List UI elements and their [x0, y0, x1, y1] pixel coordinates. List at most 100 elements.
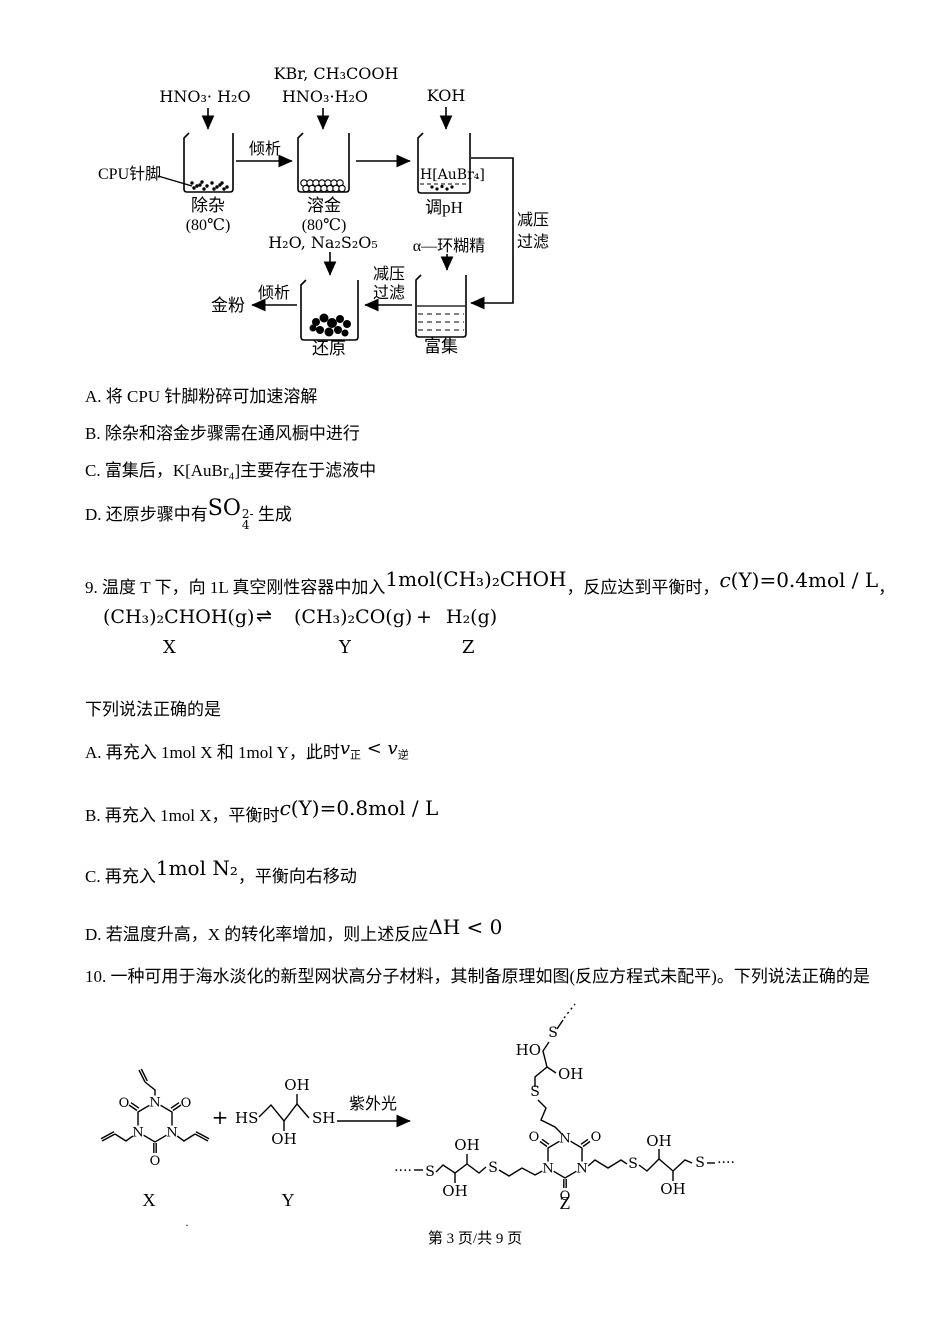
cpu-leader-line	[157, 175, 193, 187]
label-kbr-acoh: KBr, CH₃COOH	[274, 64, 399, 83]
q9-stem: 9. 温度 T 下，向 1L 真空刚性容器中加入1mol(CH₃)₂CHOH，反…	[85, 568, 895, 599]
q9-stem-mid: ，反应达到平衡时，	[566, 578, 720, 597]
so4-superscript: 2-	[241, 507, 254, 521]
q9-option-c-tail: ，平衡向右移动	[237, 867, 357, 886]
q9-option-d: D. 若温度升高，X 的转化率增加，则上述反应ΔH < 0	[85, 916, 502, 946]
x-ring	[137, 1101, 173, 1143]
label-jinfen: 金粉	[211, 296, 245, 315]
q10-stem: 10. 一种可用于海水淡化的新型网状高分子材料，其制备原理如图(反应方程式未配平…	[85, 967, 870, 986]
label-hno3: HNO₃· H₂O	[159, 87, 250, 106]
structure-y-bonds	[258, 1094, 310, 1131]
x-n-right: N	[166, 1126, 177, 1141]
label-cyclodextrin: α—环糊精	[413, 237, 485, 255]
label-huanyuan: 还原	[312, 339, 346, 358]
label-chuza-temp: (80℃)	[186, 217, 231, 234]
z-s-right-inner: S	[628, 1156, 638, 1172]
page-number: 第 3 页/共 9 页	[427, 1231, 523, 1247]
q9-option-a-text: A. 再充入 1mol X 和 1mol Y，此时	[85, 743, 340, 762]
equation-rhs2: H₂(g)	[446, 606, 498, 628]
species-x-label: X	[163, 637, 176, 658]
species-y-label: Y	[339, 637, 351, 658]
monomer-x-label: X	[143, 1190, 156, 1210]
z-oh-left-below: OH	[442, 1182, 467, 1200]
z-ho-top: HO	[516, 1041, 541, 1059]
q9-option-c-text: C. 再充入	[85, 867, 156, 886]
q9-option-b: B. 再充入 1mol X，平衡时c(Y)=0.8mol / L	[85, 797, 438, 827]
z-oh-right-above: OH	[646, 1132, 671, 1150]
q8-option-b: B. 除杂和溶金步骤需在通风橱中进行	[85, 424, 360, 443]
beaker-outlines	[183, 132, 471, 341]
z-oh-left-above: OH	[454, 1136, 479, 1154]
label-rongjin: 溶金	[307, 196, 341, 215]
y-sh-label: SH	[312, 1109, 335, 1127]
z-n-top: N	[559, 1132, 570, 1147]
q8-option-d-text: D. 还原步骤中有	[85, 505, 208, 524]
fuji-liquid	[417, 305, 465, 331]
q9-option-d-text: D. 若温度升高，X 的转化率增加，则上述反应	[85, 925, 429, 944]
z-o-right: O	[591, 1130, 602, 1145]
label-cpu-pins: CPU针脚	[98, 165, 161, 183]
label-jianya-right: 减压	[517, 211, 549, 229]
z-oh-top: OH	[558, 1065, 583, 1083]
x-o-left: O	[119, 1096, 130, 1111]
label-jianya-mid: 减压	[373, 265, 405, 283]
z-dots-left: ····	[394, 1163, 412, 1179]
z-s-left-inner: S	[488, 1160, 498, 1176]
q8-option-a: A. 将 CPU 针脚粉碎可加速溶解	[85, 387, 318, 406]
y-hs-label: HS	[235, 1109, 258, 1127]
x-n-left: N	[132, 1126, 143, 1141]
z-n-right: N	[576, 1162, 587, 1177]
z-o-bottom: O	[560, 1189, 571, 1204]
label-chuza: 除杂	[191, 196, 225, 215]
stray-mark: ·	[185, 1218, 189, 1232]
flow-arrows	[157, 107, 514, 312]
so4-base: SO	[207, 496, 241, 521]
polymer-z-label: Z	[560, 1193, 571, 1213]
y-oh-above: OH	[284, 1076, 309, 1094]
x-o-right: O	[181, 1096, 192, 1111]
gold-recovery-flowchart: HNO₃· H₂O KBr, CH₃COOH HNO₃·H₂O KOH CPU针…	[98, 64, 549, 358]
beaker-fuji	[415, 274, 467, 338]
polymer-reaction-scheme: N N N O O O + HS SH OH OH 紫外光	[100, 1003, 735, 1213]
q9-option-c-formula: 1mol N₂	[155, 856, 238, 880]
q8-option-c: C. 富集后，K[AuBr₄]主要存在于滤液中	[85, 461, 377, 480]
q9-formula-cy04: c(Y)=0.4mol / L	[719, 568, 879, 592]
beaker-rongjin	[297, 132, 350, 193]
x-n-top: N	[149, 1096, 160, 1111]
z-s-mid: S	[530, 1084, 540, 1100]
label-qingxi-1: 倾析	[249, 140, 281, 158]
equilibrium-arrow: ⇌	[256, 605, 272, 627]
chuza-solids	[190, 180, 229, 191]
structure-x-bonds	[100, 1068, 210, 1153]
tiaoph-contents	[420, 183, 468, 191]
monomer-y-label: Y	[282, 1190, 295, 1210]
label-qingxi-2: 倾析	[258, 284, 290, 302]
q9-option-a-formula: v正 < v逆	[339, 738, 409, 762]
label-guolv-mid: 过滤	[373, 284, 405, 302]
q9-option-a: A. 再充入 1mol X 和 1mol Y，此时v正 < v逆	[85, 738, 409, 767]
q9-stem-pre: 9. 温度 T 下，向 1L 真空刚性容器中加入	[85, 578, 386, 597]
beaker-chuza	[183, 132, 234, 193]
equation-lhs: (CH₃)₂CHOH(g)	[103, 606, 255, 628]
species-z-label: Z	[462, 637, 475, 658]
y-oh-below: OH	[271, 1130, 296, 1148]
z-n-left: N	[542, 1162, 553, 1177]
q9-option-b-text: B. 再充入 1mol X，平衡时	[85, 806, 280, 825]
label-fuji: 富集	[424, 337, 458, 356]
q8-option-d-tail: 生成	[253, 505, 292, 524]
label-h2o-na2s2o5: H₂O, Na₂S₂O₅	[268, 233, 378, 252]
q9-formula-feed: 1mol(CH₃)₂CHOH	[385, 567, 567, 591]
structure-x-atoms: N N N O O O	[119, 1095, 192, 1169]
z-oh-right-below: OH	[660, 1180, 685, 1198]
z-s-left-outer: S	[425, 1164, 435, 1180]
arrow-tiaoph-fuji	[470, 157, 514, 310]
beaker-huanyuan	[300, 279, 359, 341]
label-koh: KOH	[427, 86, 466, 105]
structure-z-bonds	[414, 1003, 715, 1188]
structure-y-atoms: HS SH OH OH	[235, 1076, 335, 1148]
label-haubr4: H[AuBr₄]	[420, 167, 485, 183]
rongjin-solids	[300, 179, 346, 193]
q9-option-d-formula: ΔH < 0	[428, 915, 503, 939]
